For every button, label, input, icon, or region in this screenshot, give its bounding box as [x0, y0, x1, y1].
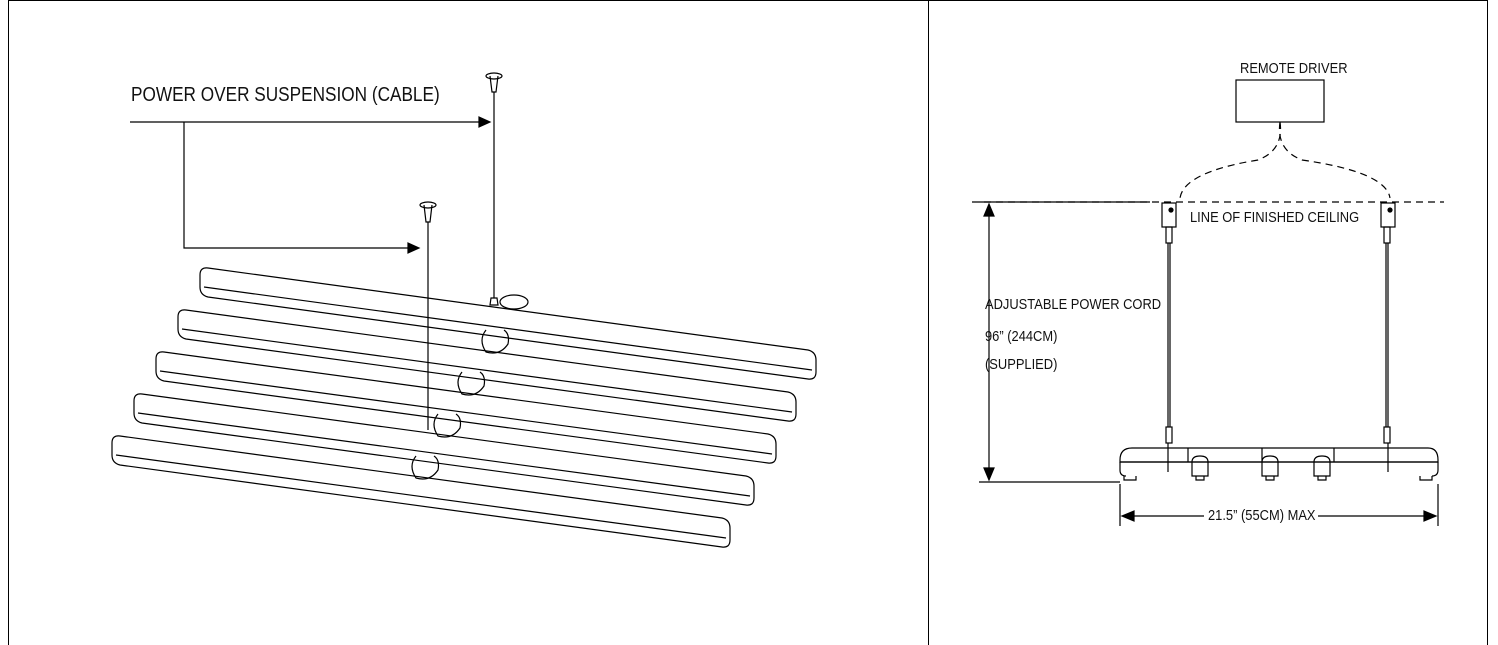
linear-bar-2 [177, 309, 797, 422]
linear-bar-1 [199, 267, 817, 380]
linear-bar-3 [155, 351, 777, 464]
label-power-over-suspension: POWER OVER SUSPENSION (CABLE) [131, 84, 440, 106]
label-width-max: 21.5” (55CM) MAX [1208, 507, 1316, 524]
fixture-elevation [1119, 443, 1439, 481]
leader-arrow-upper [478, 116, 492, 128]
remote-driver-box [1235, 79, 1325, 123]
label-cord-line1: ADJUSTABLE POWER CORD [985, 296, 1162, 313]
linear-bar-5 [111, 435, 731, 548]
leader-line-lower [183, 122, 415, 249]
elevation-view [972, 79, 1444, 526]
drawing-sheet: POWER OVER SUSPENSION (CABLE) [8, 0, 1488, 645]
label-remote-driver: REMOTE DRIVER [1240, 60, 1348, 77]
isometric-view [111, 72, 817, 548]
suspension-cable-front [419, 201, 437, 430]
ceiling-mount-right [1380, 202, 1396, 444]
remote-wiring-dashed [972, 121, 1444, 203]
label-cord-line2: 96” (244CM) [985, 328, 1058, 345]
linear-bar-4 [133, 393, 755, 506]
panel-divider [928, 0, 929, 645]
sheet-border [8, 0, 1488, 645]
leader-arrow-lower [407, 242, 421, 254]
ceiling-mount-left [1161, 202, 1177, 444]
label-finished-ceiling: LINE OF FINISHED CEILING [1190, 209, 1360, 226]
label-cord-line3: (SUPPLIED) [985, 356, 1058, 373]
suspension-cable-rear [485, 72, 503, 306]
